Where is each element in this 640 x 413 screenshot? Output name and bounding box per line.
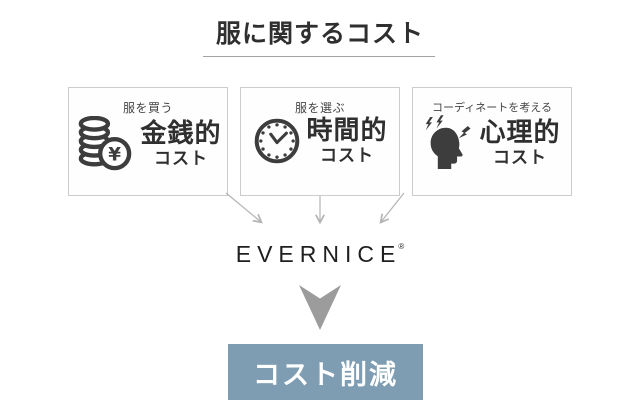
brand-name: EVERNICE (235, 241, 402, 267)
box-main-text: 時間的 (306, 115, 388, 145)
box-main-text: 金銭的 (140, 117, 222, 148)
svg-text:¥: ¥ (109, 144, 122, 165)
page-title: 服に関するコスト (215, 20, 424, 48)
result-box: コスト削減 (228, 344, 423, 400)
result-label: コスト削減 (253, 359, 398, 390)
converge-arrows (225, 192, 405, 236)
cost-box-psychological: コーディネートを考える 心理的 コスト (412, 87, 572, 196)
brand-logo: EVERNICE® (0, 241, 640, 268)
box-sub-text: コスト (492, 147, 547, 167)
box-label: コーディネートを考える (432, 102, 552, 114)
registered-mark-icon: ® (398, 242, 405, 251)
box-main-text: 心理的 (479, 116, 561, 147)
clock-icon (255, 118, 300, 164)
big-down-arrow-icon (299, 285, 341, 330)
box-sub-text: コスト (319, 145, 374, 165)
stressed-head-icon (426, 115, 472, 169)
coins-yen-icon: ¥ (79, 116, 132, 171)
box-label: 服を買う (122, 101, 173, 115)
cost-box-time: 服を選ぶ 時間的 コスト (240, 87, 400, 196)
box-sub-text: コスト (153, 148, 208, 168)
title-underline (203, 56, 435, 57)
cost-box-monetary: 服を買う ¥ 金銭的 コスト (68, 87, 228, 196)
box-label: 服を選ぶ (294, 101, 345, 115)
